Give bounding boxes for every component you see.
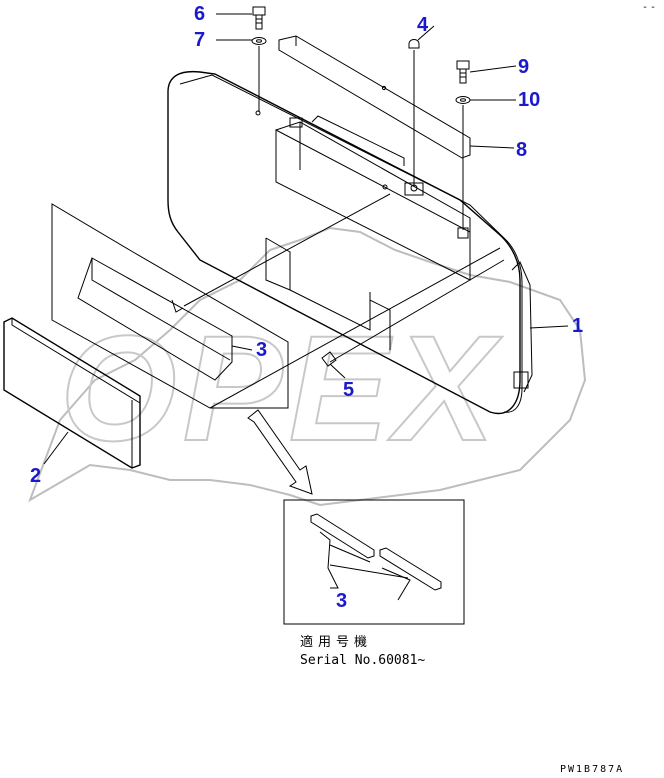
callout-5: 5 — [343, 379, 354, 401]
cap-part-4 — [408, 39, 420, 49]
callout-7: 7 — [194, 29, 205, 51]
callout-6: 6 — [194, 3, 205, 25]
callout-3-detail: 3 — [336, 590, 347, 612]
leader-lines — [43, 13, 569, 465]
washer-part-10 — [455, 96, 471, 104]
bracket-part-8 — [278, 35, 471, 159]
detail-view-box — [283, 499, 465, 625]
callout-4: 4 — [417, 14, 429, 36]
bolt-part-9 — [456, 60, 470, 84]
bolt-part-6 — [252, 6, 266, 30]
callout-9: 9 — [518, 56, 529, 78]
callout-8: 8 — [516, 139, 527, 161]
callout-10: 10 — [518, 89, 540, 111]
washer-part-7 — [251, 37, 267, 45]
callout-2: 2 — [30, 465, 41, 487]
corner-mark: ‑‑ — [642, 2, 658, 13]
callout-1: 1 — [572, 315, 583, 337]
callout-3-main: 3 — [256, 339, 267, 361]
applicable-units-label: 適用号機 — [300, 634, 372, 650]
serial-number-label: Serial No.60081~ — [300, 653, 425, 668]
pad-assembly-part-3 — [51, 203, 289, 409]
plate-part-2 — [3, 317, 141, 469]
clip-part-5 — [321, 351, 337, 367]
drawing-code: PW1B787A — [560, 764, 624, 775]
detail-arrow — [247, 409, 313, 495]
